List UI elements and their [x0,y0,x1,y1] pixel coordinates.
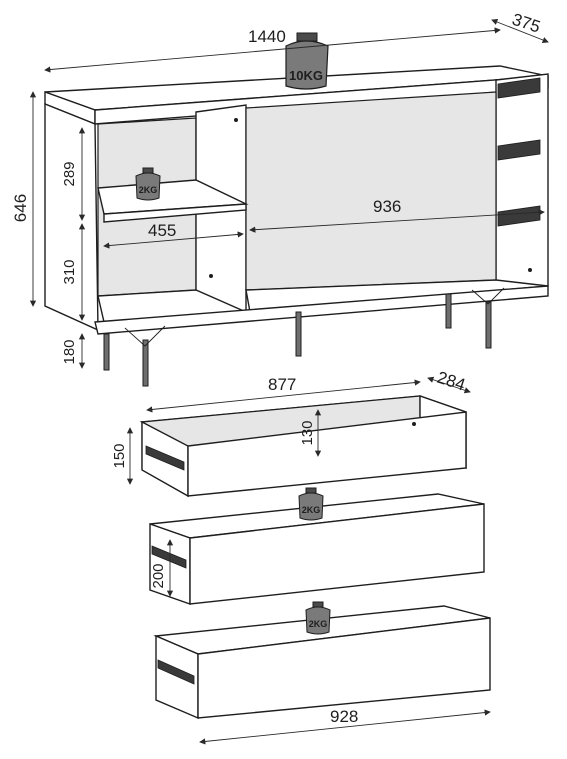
bottom-drawer-front [197,617,491,719]
cabinet [44,65,549,387]
leg-center [295,311,302,357]
right-compartment-back [245,91,497,291]
drawer-depth-dimension-line [427,376,471,394]
top-drawer-front [187,411,467,497]
height-label: 646 [11,194,30,222]
leg-bracket-right [471,287,505,305]
drawer-front-width-dimension-line [199,709,491,745]
leg-front-middle [142,339,149,387]
cabinet-right-side [495,73,549,297]
weight-middle-drawer-icon: 2KG [298,487,324,521]
middle-drawer-front [189,503,485,605]
bottom-front-edge [94,285,549,335]
weight-10kg-label: 10KG [289,68,323,83]
width-dimension-line [44,27,501,73]
drawer-width-dimension-line [146,379,421,413]
inner-left-dimension-line [103,231,244,249]
weight-bottom-drawer-label: 2KG [309,619,328,629]
drawer-mid-height-label: 200 [150,563,167,588]
drawer-width-label: 877 [268,375,296,394]
weight-shelf-icon: 2KG [135,167,161,201]
shelf-edge [103,203,247,223]
leg-height-label: 180 [61,339,78,364]
weight-bottom-drawer-icon: 2KG [305,601,331,635]
bottom-drawer-rail-icon [157,659,195,685]
inner-left-label: 455 [148,221,176,240]
leg-front-left [103,333,110,371]
weight-10kg-icon: 10KG [285,32,329,90]
leg-back-middle [445,293,452,329]
depth-label: 375 [510,10,543,37]
weight-middle-drawer-label: 2KG [302,505,321,515]
depth-dimension-line [491,19,549,43]
cabinet-left-side [44,102,99,332]
drawer-depth-label: 284 [435,368,468,395]
leg-front-right [485,301,492,349]
rail-middle-icon [497,139,541,161]
width-label: 1440 [248,27,286,46]
weight-shelf-label: 2KG [139,185,158,195]
drawer-front-width-label: 928 [330,707,358,726]
leg-bracket [124,325,166,347]
lower-shelf-label: 310 [61,259,78,284]
drawer-inner-height-label: 130 [299,420,316,445]
upper-shelf-label: 289 [61,161,78,186]
top-drawer-rail-icon [145,445,185,471]
drawer-top-height-label: 150 [111,443,128,468]
inner-right-label: 936 [373,197,401,216]
inner-right-dimension-line [249,209,545,233]
rail-top-icon [497,77,541,99]
